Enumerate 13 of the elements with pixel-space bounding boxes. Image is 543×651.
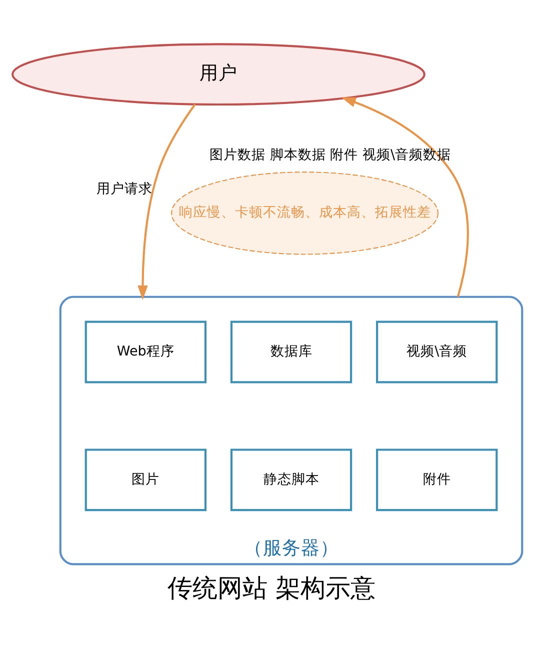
arrow: [138, 103, 196, 300]
node-box: Web程序: [84, 320, 206, 383]
arrow: [341, 96, 469, 297]
node-ellipse: 用户: [12, 42, 426, 106]
node-box: 视频\音频: [376, 320, 498, 383]
node-ellipse: 响应慢、卡顿不流畅、成本高、拓展性差: [171, 171, 439, 254]
caption: 传统网站 架构示意: [168, 573, 376, 602]
edge-label: 用户请求: [96, 180, 152, 197]
node-box: 附件: [376, 448, 498, 511]
node-box: 图片: [84, 448, 206, 511]
node-box: 数据库: [230, 320, 352, 383]
edge-label: 图片数据 脚本数据 附件 视频\音频数据: [210, 146, 452, 163]
node-box: 静态脚本: [230, 448, 352, 511]
